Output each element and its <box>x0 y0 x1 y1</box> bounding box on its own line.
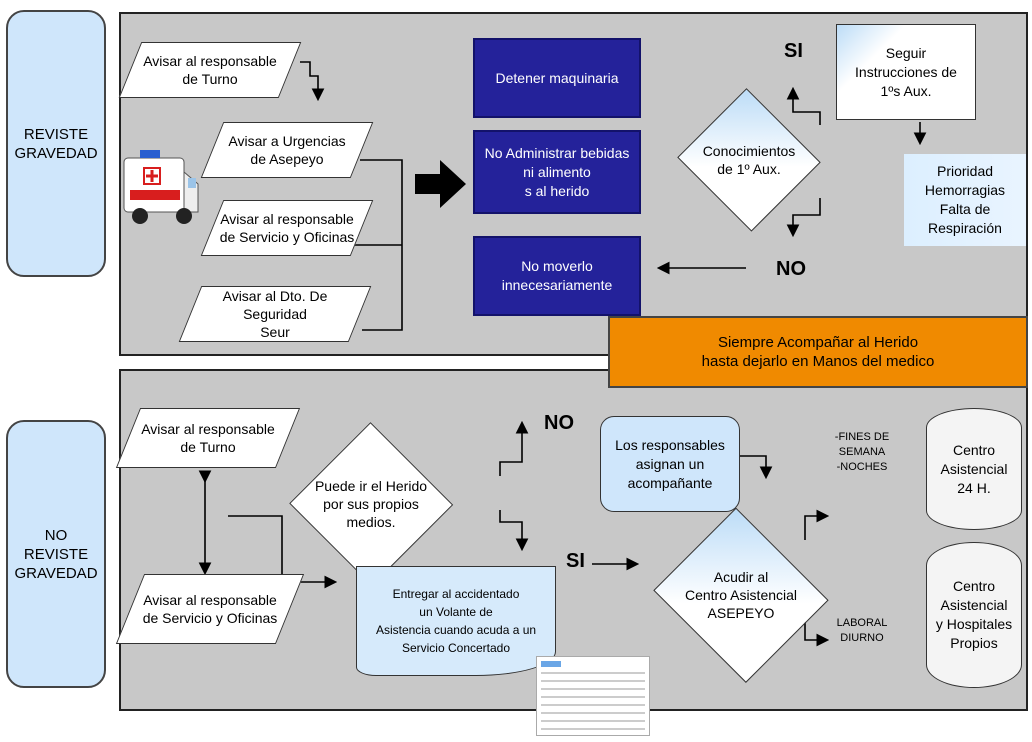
top-yes-label: SI <box>784 40 803 62</box>
no-drinks-box: No Administrar bebidas ni alimento s al … <box>473 130 641 214</box>
companion-box: Los responsables asignan un acompañante <box>600 416 740 512</box>
labor-label: LABORAL DIURNO <box>836 617 888 644</box>
ambulance-icon <box>120 138 202 228</box>
bottom-yes-label: SI <box>566 550 585 572</box>
notify-shift-top: Avisar al responsable de Turno <box>130 42 290 98</box>
no-move-box: No moverlo innecesariamente <box>473 236 641 316</box>
own-means-decision: Puede ir el Herido por sus propios medio… <box>290 424 452 584</box>
severe-caption: REVISTE GRAVEDAD <box>6 10 106 277</box>
follow-instructions-box: Seguir Instrucciones de 1ºs Aux. <box>836 24 976 120</box>
notify-shift-bottom: Avisar al responsable de Turno <box>128 408 288 468</box>
big-right-arrow <box>415 160 466 208</box>
form-thumbnail-image <box>536 656 650 736</box>
top-no-label: NO <box>776 258 806 280</box>
first-aid-decision: Conocimientos de 1º Aux. <box>676 92 822 228</box>
notify-security: Avisar al Dto. De Seguridad Seur <box>190 286 360 342</box>
notify-service-bottom: Avisar al responsable de Servicio y Ofic… <box>130 574 290 644</box>
center-own: Centro Asistencial y Hospitales Propios <box>926 542 1022 688</box>
accompany-banner: Siempre Acompañar al Herido hasta dejarl… <box>608 316 1028 388</box>
bottom-no-label: NO <box>544 412 574 434</box>
notify-asepeyo: Avisar a Urgencias de Asepeyo <box>212 122 362 178</box>
stop-machinery-box: Detener maquinaria <box>473 38 641 118</box>
weekend-label: -FINES DE SEMANA -NOCHES <box>834 431 890 473</box>
document-box: Entregar al accidentado un Volante de As… <box>356 566 556 676</box>
go-center-decision: Acudir al Centro Asistencial ASEPEYO <box>650 514 832 676</box>
priority-box: Prioridad Hemorragias Falta de Respiraci… <box>904 154 1026 246</box>
not-severe-caption: NO REVISTE GRAVEDAD <box>6 420 106 688</box>
notify-service-top: Avisar al responsable de Servicio y Ofic… <box>212 200 362 256</box>
center-24h: Centro Asistencial 24 H. <box>926 408 1022 530</box>
